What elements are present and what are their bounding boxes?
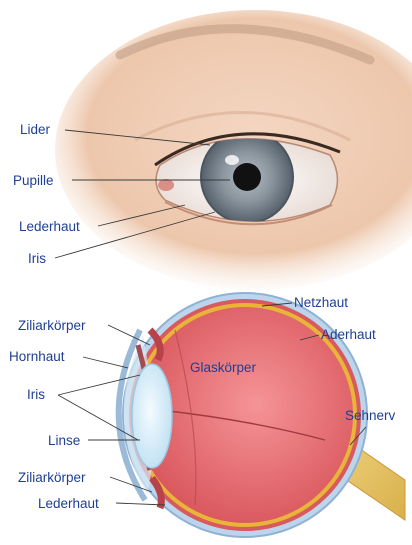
label-cornea: Hornhaut xyxy=(9,349,65,364)
label-sclera-section: Lederhaut xyxy=(38,496,99,511)
eye-highlight xyxy=(225,155,239,165)
label-iris-top: Iris xyxy=(28,251,46,266)
label-optic-nerve: Sehnerv xyxy=(345,408,396,423)
label-lids: Lider xyxy=(20,122,51,137)
pupil xyxy=(233,163,261,191)
tear-duct xyxy=(158,179,174,191)
label-iris-section: Iris xyxy=(27,387,45,402)
external-eye xyxy=(55,10,412,290)
label-ciliary-body-top: Ziliarkörper xyxy=(18,318,86,333)
lens xyxy=(132,364,172,468)
label-lens: Linse xyxy=(48,433,80,448)
label-choroid: Aderhaut xyxy=(321,327,376,342)
label-ciliary-body-bottom: Ziliarkörper xyxy=(18,470,86,485)
label-pupil: Pupille xyxy=(13,173,54,188)
label-sclera-top: Lederhaut xyxy=(19,219,80,234)
label-retina: Netzhaut xyxy=(294,295,348,310)
label-vitreous-body: Glaskörper xyxy=(190,360,257,375)
